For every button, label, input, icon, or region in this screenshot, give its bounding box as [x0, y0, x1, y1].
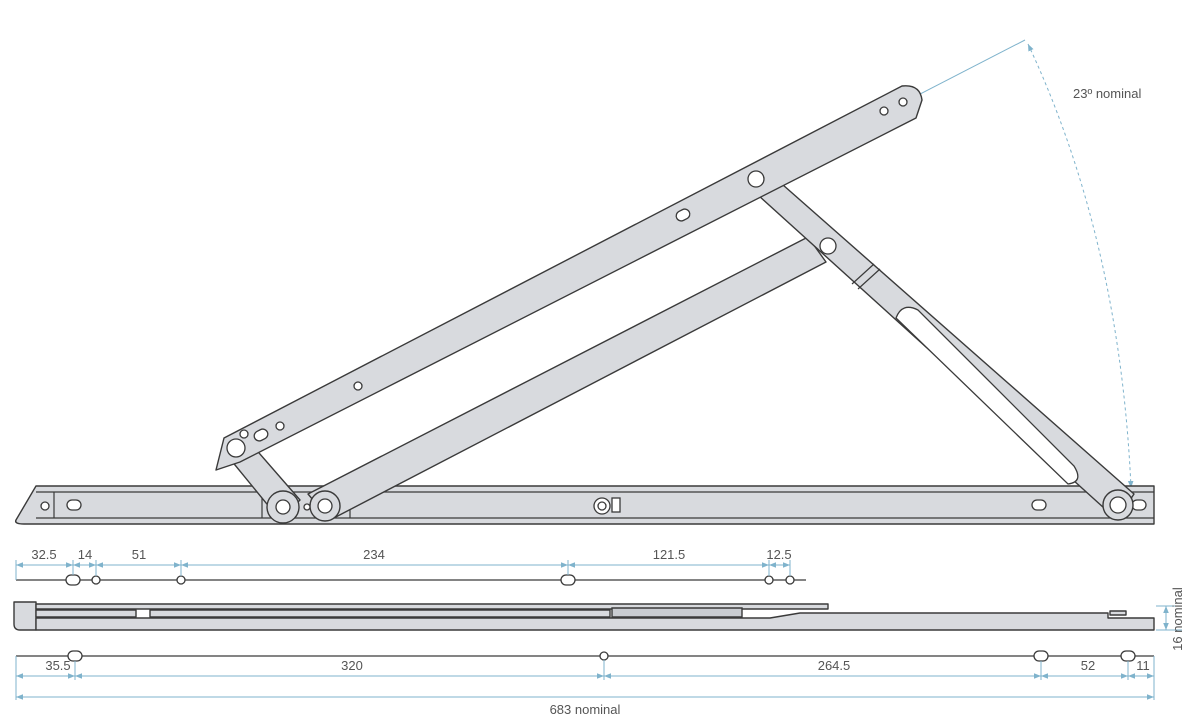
dim-bottom-2: 320 — [341, 658, 363, 673]
hinge-elevation — [14, 85, 1155, 525]
angle-arc — [1027, 43, 1134, 489]
dim-top-5: 121.5 — [653, 547, 686, 562]
dim-top-2: 14 — [78, 547, 92, 562]
dim-bottom-4: 52 — [1081, 658, 1095, 673]
dim-overall: 683 nominal — [550, 702, 621, 717]
end-cap — [13, 601, 37, 631]
top-dimension-chain: 32.5 14 51 234 121.5 12.5 — [15, 547, 806, 586]
angle-label: 23º nominal — [1073, 86, 1141, 101]
dim-bottom-3: 264.5 — [818, 658, 851, 673]
dim-top-4: 234 — [363, 547, 385, 562]
dim-height: 16 nominal — [1170, 587, 1185, 651]
bottom-dimension-chain: 35.5 320 264.5 52 11 683 nominal — [15, 650, 1155, 717]
stay-slot — [895, 306, 1079, 485]
base-track — [14, 485, 1155, 525]
dim-top-6: 12.5 — [766, 547, 791, 562]
dim-top-3: 51 — [132, 547, 146, 562]
dim-bottom-5: 11 — [1136, 658, 1150, 673]
dim-bottom-1: 35.5 — [45, 658, 70, 673]
dim-top-1: 32.5 — [31, 547, 56, 562]
track-stop — [611, 497, 621, 513]
side-profile: 16 nominal — [13, 587, 1185, 651]
sash-arm — [215, 85, 923, 471]
